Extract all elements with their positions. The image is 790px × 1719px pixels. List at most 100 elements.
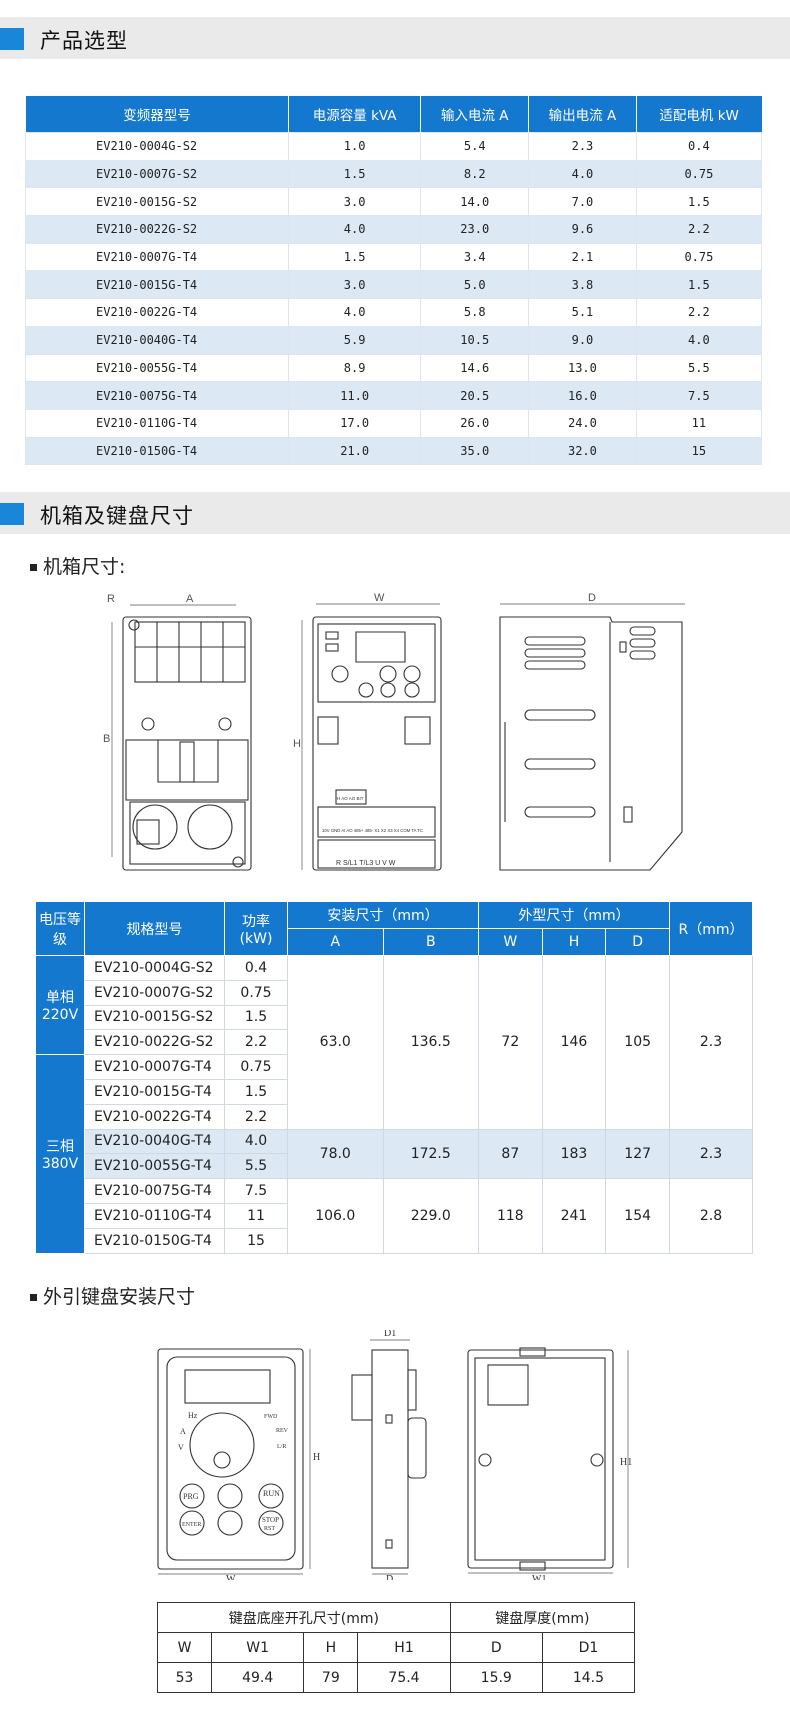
model-cell: EV210-0022G-T4 bbox=[84, 1103, 225, 1130]
keypad-dim-table: 键盘底座开孔尺寸(mm) 键盘厚度(mm) W W1 H H1 D D1 53 … bbox=[156, 1602, 636, 1693]
col-power: 功率(kW) bbox=[224, 901, 288, 956]
keypad-drawings: Hz A V FWD REV L/R PRG ENTER RUN STOP RS… bbox=[157, 1330, 632, 1580]
power-cell: 1.5 bbox=[224, 1004, 288, 1031]
column-header: 电源容量 kVA bbox=[287, 96, 421, 133]
keypad-thickness-header: 键盘厚度(mm) bbox=[449, 1602, 636, 1633]
keypad-subtitle-text: 外引键盘安装尺寸 bbox=[43, 1286, 196, 1308]
run-button: RUN bbox=[263, 1489, 280, 1498]
col-label: W bbox=[156, 1632, 213, 1663]
table-cell: 14.0 bbox=[420, 187, 530, 217]
col-h: H bbox=[541, 928, 607, 956]
table-cell: EV210-0015G-S2 bbox=[25, 187, 289, 217]
value-cell: 53 bbox=[156, 1662, 213, 1693]
section-title: 机箱及键盘尺寸 bbox=[40, 504, 194, 528]
dim-label-r: R bbox=[107, 593, 115, 605]
table-cell: EV210-0022G-S2 bbox=[25, 215, 289, 244]
col-label: H1 bbox=[357, 1632, 451, 1663]
col-d: D bbox=[605, 928, 670, 956]
value-cell: 49.4 bbox=[211, 1662, 305, 1693]
table-cell: 7.0 bbox=[528, 187, 637, 217]
section-marker-icon bbox=[0, 503, 24, 525]
power-cell: 0.75 bbox=[224, 979, 288, 1006]
dim-cell: 78.0 bbox=[287, 1128, 384, 1180]
table-cell: 4.0 bbox=[635, 325, 763, 355]
model-cell: EV210-0007G-S2 bbox=[84, 979, 225, 1006]
table-cell: 2.2 bbox=[635, 298, 763, 327]
group-single-phase: 单相220V bbox=[35, 954, 85, 1056]
power-cell: 15 bbox=[224, 1227, 288, 1254]
table-cell: 14.6 bbox=[420, 353, 530, 383]
table-cell: EV210-0004G-S2 bbox=[25, 132, 289, 161]
table-cell: 26.0 bbox=[420, 408, 530, 438]
table-cell: 3.0 bbox=[287, 270, 422, 300]
col-label: W1 bbox=[211, 1632, 305, 1663]
table-cell: 0.75 bbox=[635, 242, 763, 272]
table-cell: 7.5 bbox=[635, 381, 763, 410]
dimension-table: 电压等级 规格型号 功率(kW) 安装尺寸（mm） 外型尺寸（mm） R（mm）… bbox=[35, 901, 753, 1254]
table-cell: 11.0 bbox=[287, 381, 422, 410]
dim-cell: 146 bbox=[541, 955, 607, 1130]
dim-cell: 154 bbox=[605, 1178, 670, 1254]
dim-label-d: D bbox=[386, 1574, 393, 1580]
dim-cell: 2.8 bbox=[669, 1178, 753, 1254]
a-label: A bbox=[180, 1427, 186, 1436]
prg-button: PRG bbox=[183, 1492, 199, 1501]
dim-label-h: H bbox=[313, 1452, 320, 1463]
table-cell: EV210-0022G-T4 bbox=[25, 298, 289, 327]
col-install: 安装尺寸（mm） bbox=[287, 901, 479, 929]
col-model: 规格型号 bbox=[84, 901, 225, 956]
chassis-drawings: A R B W H H AO AO BIT 10V GND AI bbox=[103, 592, 685, 871]
power-cell: 4.0 bbox=[224, 1128, 288, 1155]
dim-cell: 183 bbox=[541, 1128, 607, 1180]
terminal-mid-label: 10V GND AI AO 485+ 485- X1 X2 X3 X4 COM … bbox=[322, 828, 423, 833]
dim-label-w1: W1 bbox=[532, 1574, 546, 1580]
dim-label-w: W bbox=[226, 1574, 236, 1580]
section-header-dimensions: 机箱及键盘尺寸 bbox=[0, 492, 790, 534]
terminal-bottom-label: R S/L1 T/L3 U V W bbox=[336, 860, 396, 867]
table-cell: 32.0 bbox=[528, 436, 637, 466]
keypad-back-view: W1 H1 bbox=[467, 1347, 632, 1580]
dim-label-d1: D1 bbox=[384, 1330, 396, 1339]
table-cell: 5.8 bbox=[420, 298, 530, 327]
table-cell: 23.0 bbox=[420, 215, 530, 244]
table-cell: 16.0 bbox=[528, 381, 637, 410]
table-cell: 1.5 bbox=[287, 242, 422, 272]
table-cell: 2.1 bbox=[528, 242, 637, 272]
power-cell: 11 bbox=[224, 1202, 288, 1229]
dim-cell: 136.5 bbox=[382, 955, 479, 1130]
stop-button: STOP bbox=[262, 1516, 279, 1524]
table-cell: 8.9 bbox=[287, 353, 422, 383]
col-b: B bbox=[382, 928, 479, 956]
model-cell: EV210-0007G-T4 bbox=[84, 1054, 225, 1080]
table-cell: 3.8 bbox=[528, 270, 637, 300]
section-marker-icon bbox=[0, 28, 24, 50]
bullet-icon bbox=[30, 1294, 37, 1301]
power-cell: 7.5 bbox=[224, 1178, 288, 1204]
dim-cell: 127 bbox=[605, 1128, 670, 1180]
table-cell: EV210-0007G-T4 bbox=[25, 242, 289, 272]
table-cell: EV210-0110G-T4 bbox=[25, 408, 289, 438]
fwd-label: FWD bbox=[264, 1414, 278, 1420]
table-cell: 9.6 bbox=[528, 215, 637, 244]
model-cell: EV210-0022G-S2 bbox=[84, 1029, 225, 1056]
table-cell: EV210-0075G-T4 bbox=[25, 381, 289, 410]
power-cell: 0.75 bbox=[224, 1054, 288, 1080]
model-cell: EV210-0015G-T4 bbox=[84, 1078, 225, 1105]
col-w: W bbox=[478, 928, 543, 956]
dim-label-h1: H1 bbox=[620, 1457, 632, 1468]
dim-label-d: D bbox=[588, 592, 596, 604]
dim-cell: 2.3 bbox=[669, 1128, 753, 1180]
model-cell: EV210-0004G-S2 bbox=[84, 955, 225, 981]
value-cell: 79 bbox=[303, 1662, 359, 1693]
